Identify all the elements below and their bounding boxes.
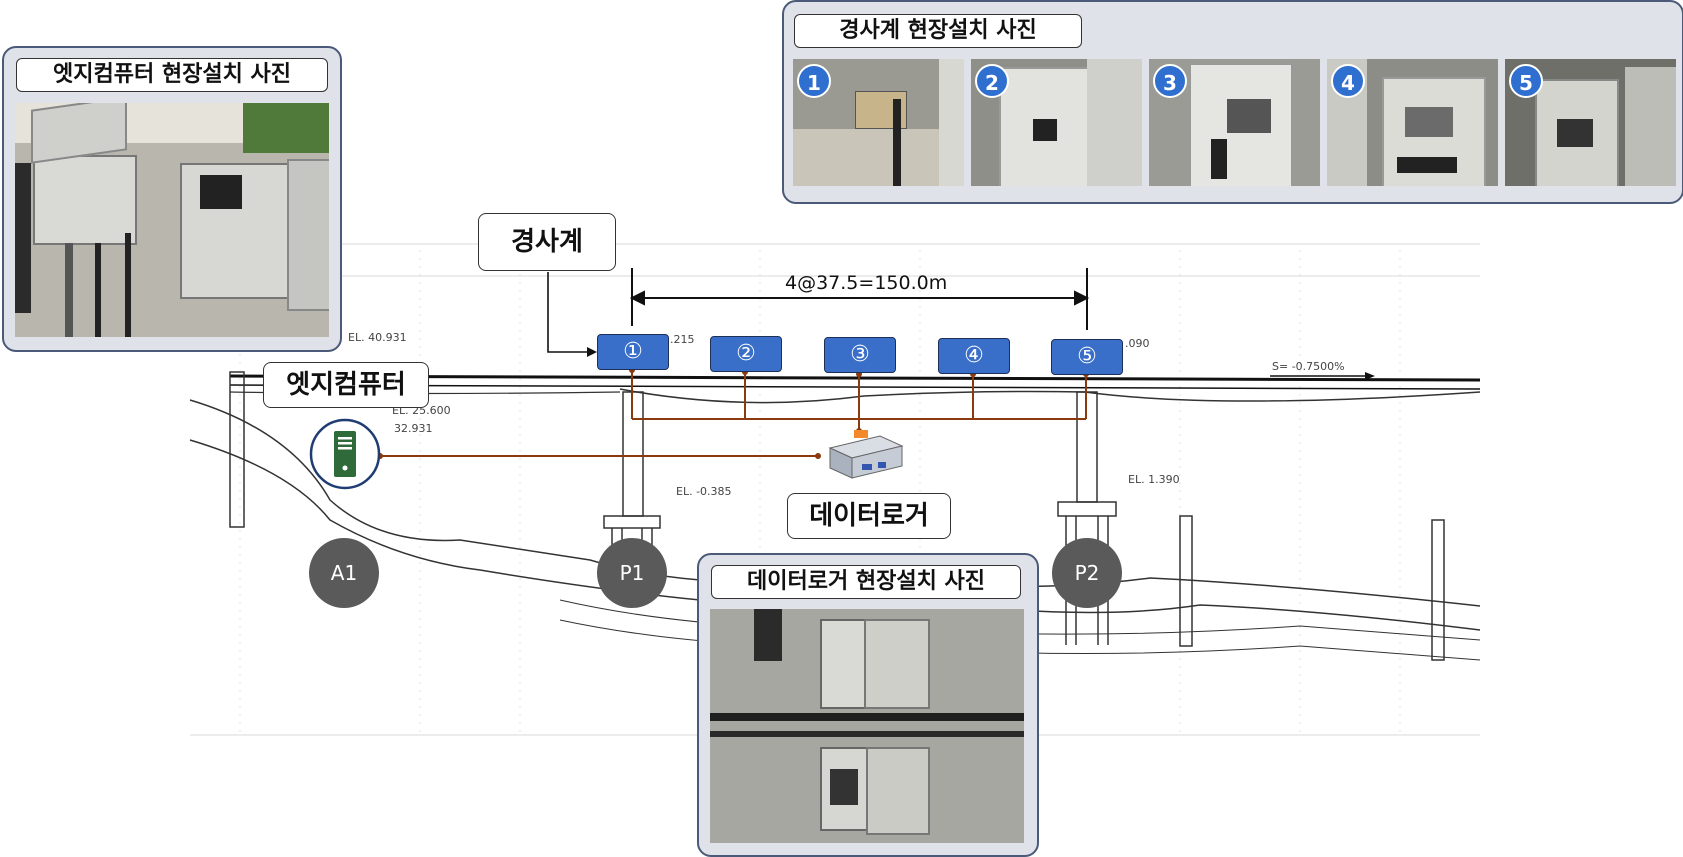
tiltmeter-photo-1 — [793, 59, 964, 186]
tiltmeter-photo-panel: 경사계 현장설치 사진 1 2 3 4 5 — [782, 0, 1683, 204]
edge-computer-callout: 엣지컴퓨터 — [263, 362, 429, 408]
edge-computer-panel-title: 엣지컴퓨터 현장설치 사진 — [16, 58, 328, 92]
pier-marker-p2: P2 — [1052, 538, 1122, 608]
computer-icon — [309, 418, 381, 490]
slope-label: S= -0.7500% — [1272, 360, 1345, 373]
data-logger-photo-panel: 데이터로거 현장설치 사진 — [697, 553, 1039, 857]
tiltmeter-panel-title: 경사계 현장설치 사진 — [794, 14, 1082, 48]
elevation-label: .215 — [670, 333, 695, 346]
tiltmeter-photo-3 — [1149, 59, 1320, 186]
tiltmeter-arrow — [547, 272, 590, 353]
tiltmeter-photo-5 — [1505, 59, 1676, 186]
edge-computer-photo — [15, 103, 329, 337]
edge-computer-photo-panel: 엣지컴퓨터 현장설치 사진 — [2, 46, 342, 352]
elevation-label: EL. -0.385 — [676, 485, 732, 498]
tiltmeter-callout: 경사계 — [478, 213, 616, 271]
data-logger-panel-title: 데이터로거 현장설치 사진 — [711, 565, 1021, 599]
data-logger-icon — [828, 430, 904, 479]
elevation-label: .090 — [1125, 337, 1150, 350]
data-logger-callout: 데이터로거 — [787, 493, 951, 539]
span-dimension — [629, 268, 1090, 330]
photo-number-badge-1: 1 — [797, 64, 831, 98]
tiltmeter-sensor-4: ④ — [938, 338, 1010, 374]
elevation-label: 32.931 — [394, 422, 433, 435]
tiltmeter-sensor-1: ① — [597, 334, 669, 370]
elevation-label: EL. 1.390 — [1128, 473, 1180, 486]
elevation-label: EL. 40.931 — [348, 331, 407, 344]
span-label: 4@37.5=150.0m — [785, 272, 947, 294]
data-logger-photo — [710, 609, 1024, 843]
tiltmeter-sensor-5: ⑤ — [1051, 339, 1123, 375]
photo-number-badge-3: 3 — [1153, 64, 1187, 98]
tiltmeter-sensor-3: ③ — [824, 337, 896, 373]
photo-number-badge-4: 4 — [1331, 64, 1365, 98]
tiltmeter-sensor-2: ② — [710, 336, 782, 372]
photo-number-badge-2: 2 — [975, 64, 1009, 98]
photo-number-badge-5: 5 — [1509, 64, 1543, 98]
pier-marker-a1: A1 — [309, 538, 379, 608]
sensor-wiring — [380, 370, 1087, 457]
pier-marker-p1: P1 — [597, 538, 667, 608]
